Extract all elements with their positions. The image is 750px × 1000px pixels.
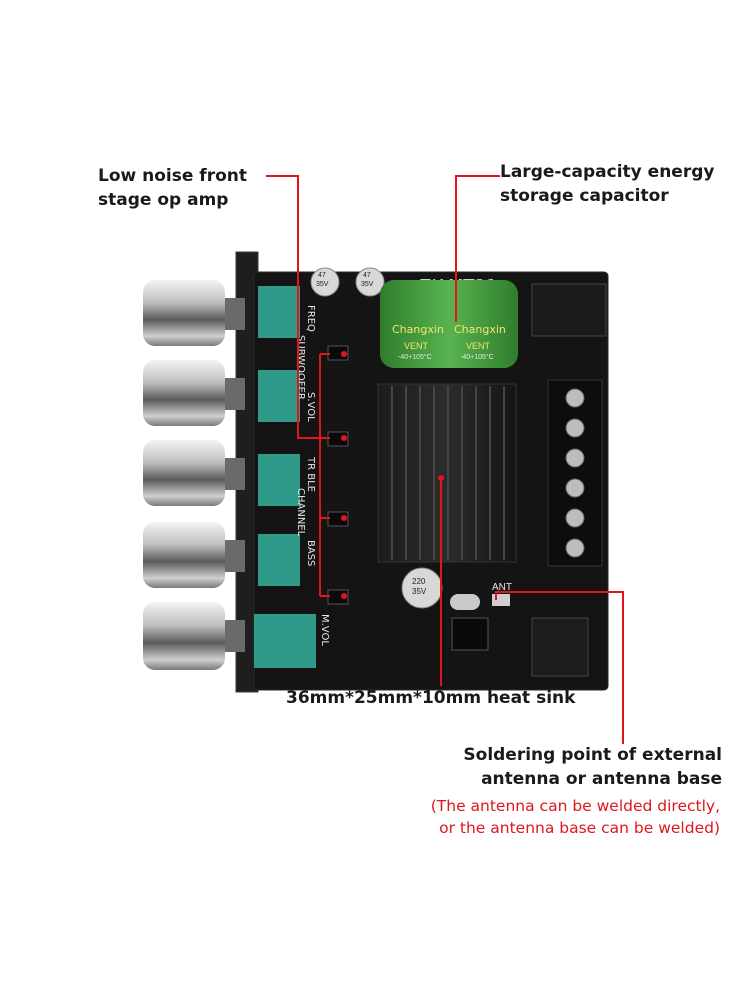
svg-text:35V: 35V (361, 281, 374, 288)
svg-text:Changxin: Changxin (454, 323, 506, 336)
label-opamp: Low noise front stage op amp (98, 164, 247, 212)
svg-text:35V: 35V (412, 587, 427, 596)
ant-label: ANT (492, 582, 512, 593)
antenna-note-line-2: or the antenna base can be welded) (439, 819, 720, 837)
svg-text:-40+105°C: -40+105°C (460, 353, 494, 361)
svg-text:47: 47 (363, 272, 371, 279)
svg-text:VENT: VENT (466, 341, 491, 351)
knob-1 (143, 280, 300, 346)
antenna-pad (492, 594, 510, 606)
bt-chip (451, 617, 489, 651)
knob-5 (143, 602, 316, 670)
antenna-note-line-1: (The antenna can be welded directly, (430, 797, 720, 815)
pot-label-freq: FREQ (305, 305, 316, 332)
small-capacitor-3: 220 35V (401, 567, 443, 609)
svg-text:Changxin: Changxin (392, 323, 444, 336)
antenna-note: (The antenna can be welded directly, or … (431, 795, 720, 839)
label-antenna-line-1: Soldering point of external (463, 745, 722, 765)
pot-label-bass: BASS (305, 540, 316, 566)
pot-label-mvol: M.VOL (319, 614, 330, 646)
label-capacitor-line-1: Large-capacity energy (500, 162, 715, 182)
svg-text:35V: 35V (316, 281, 329, 288)
label-heatsink: 36mm*25mm*10mm heat sink (286, 688, 576, 708)
label-opamp-line-1: Low noise front (98, 166, 247, 186)
speaker-terminal-block (547, 379, 603, 567)
crystal (450, 594, 480, 610)
pot-label-channel: CHANNEL (295, 488, 306, 537)
knob-4 (143, 522, 300, 588)
leader-lines (266, 175, 624, 744)
audio-jack (531, 617, 589, 677)
small-capacitor-1: 47 35V (310, 267, 340, 297)
large-capacitor: Changxin Changxin VENT VENT -40+105°C -4… (380, 280, 518, 368)
label-antenna: Soldering point of external antenna or a… (463, 743, 722, 791)
label-capacitor: Large-capacity energy storage capacitor (500, 160, 714, 208)
label-opamp-line-2: stage op amp (98, 190, 229, 210)
pot-label-treble: TR BLE (305, 456, 316, 492)
svg-text:VENT: VENT (404, 341, 429, 351)
knob-2 (143, 360, 300, 426)
label-capacitor-line-2: storage capacitor (500, 186, 669, 206)
heat-sink (377, 383, 517, 563)
svg-text:220: 220 (412, 577, 426, 586)
knob-3 (143, 440, 300, 506)
svg-text:47: 47 (318, 272, 326, 279)
label-antenna-line-2: antenna or antenna base (481, 769, 722, 789)
dc-jack (531, 283, 607, 337)
pot-label-subwoofer: SUBWOOFER (295, 335, 306, 400)
pot-label-svol: S.VOL (305, 392, 316, 422)
svg-text:-40+105°C: -40+105°C (398, 353, 432, 361)
small-capacitor-2: 47 35V (355, 267, 385, 297)
